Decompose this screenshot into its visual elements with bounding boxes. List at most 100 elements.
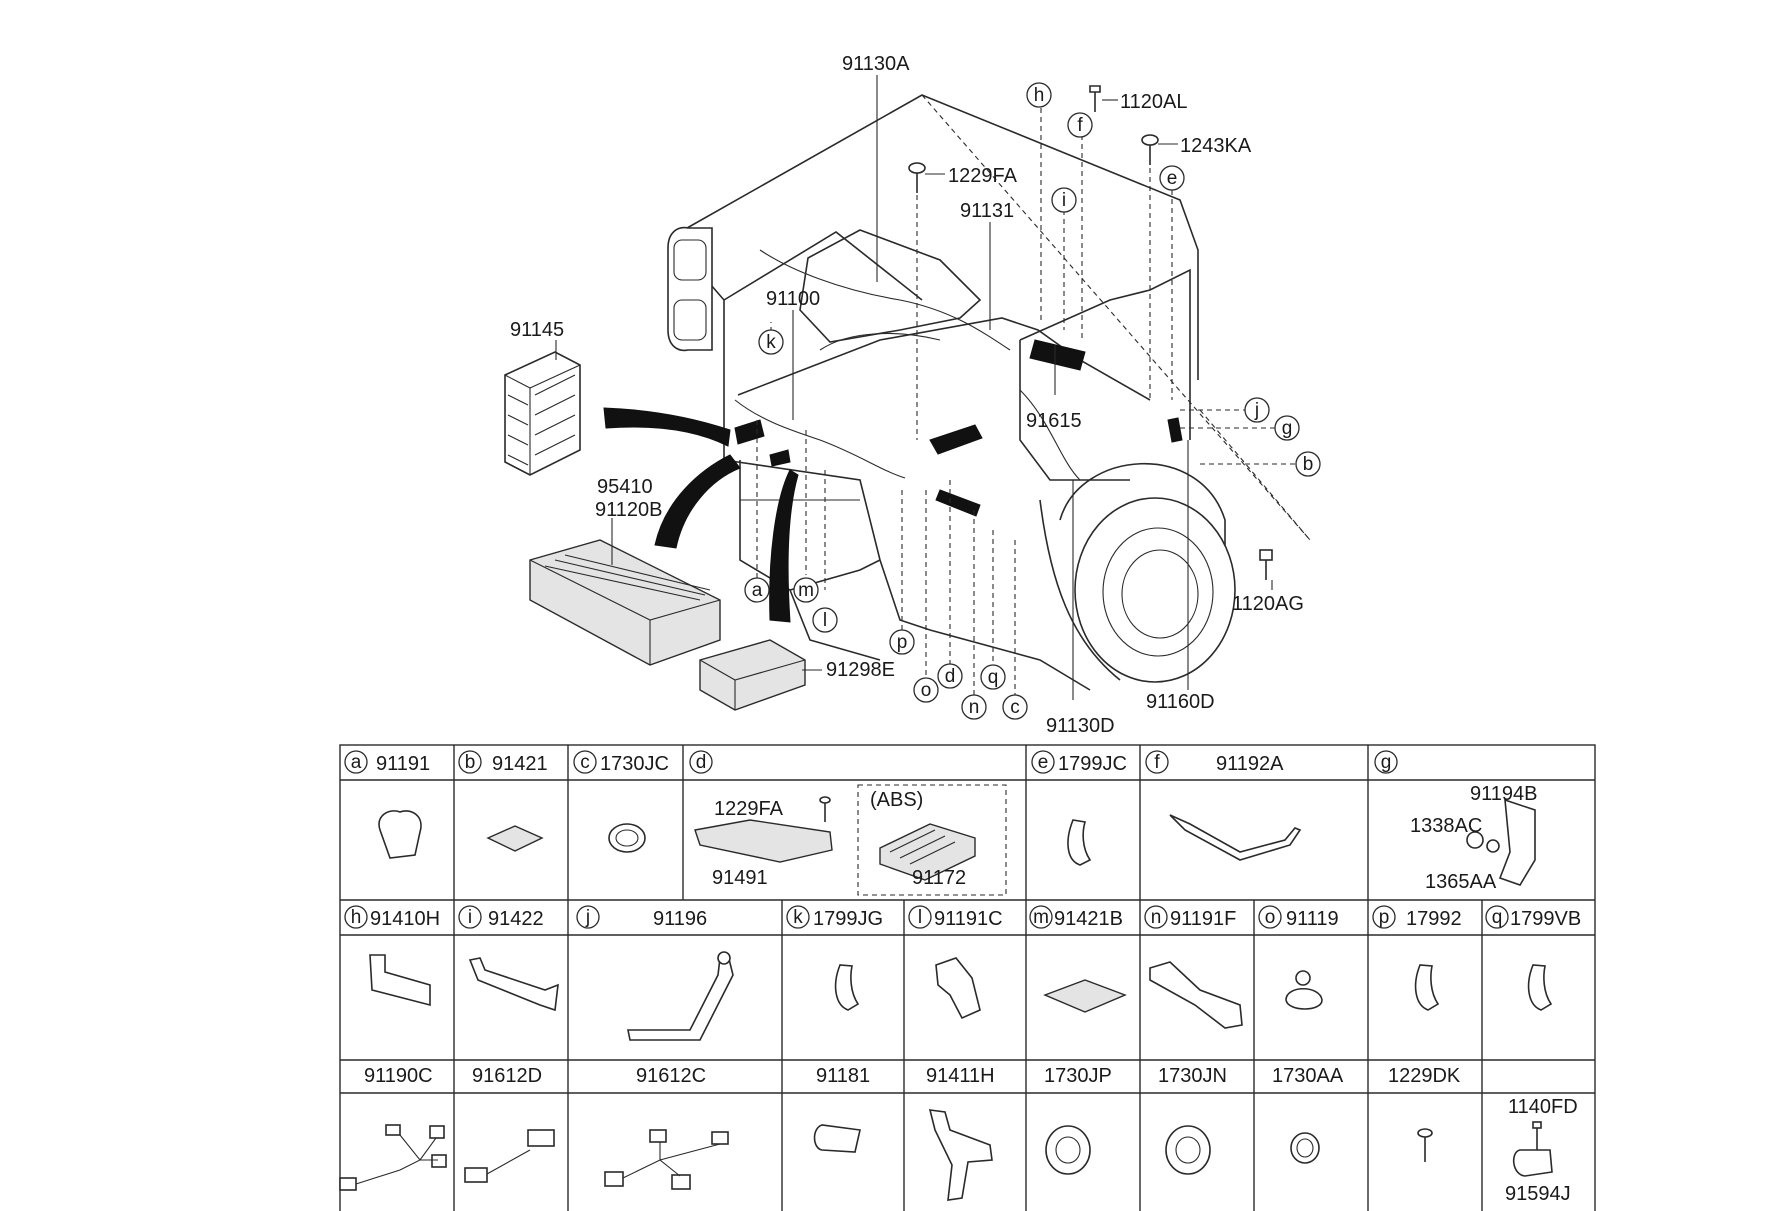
callout-p: p [897,632,908,653]
harness-91612D-drawing [464,1129,555,1183]
bracket-91411H-drawing [928,1109,993,1201]
row2-part-91119: 91119 [1286,908,1339,930]
row1-letter-b: b [465,752,476,773]
plug-1730AA-drawing [1290,1132,1320,1164]
d-bolt-1229FA: 1229FA [714,798,784,820]
row1-letter-f: f [1154,752,1160,773]
row2-part-91410H: 91410H [370,908,440,930]
d-abs-note: (ABS) [870,789,923,811]
row2-letter-j: j [585,907,590,928]
table-row2-headers: h 91410H i 91422 j 91196 k 1799JG l 9119… [344,905,1581,930]
label-91131: 91131 [960,200,1014,222]
d-bracket-91491: 91491 [712,867,768,889]
row3-part-1140FD: 1140FD [1508,1096,1578,1118]
tie-1799JC-drawing [1067,819,1092,866]
row1-part-1799JC: 1799JC [1058,753,1127,775]
bracket-91410H-drawing [369,954,431,1007]
row2-letter-m: m [1033,907,1049,928]
callout-o: o [921,680,932,701]
callout-f: f [1077,115,1083,136]
clip-91191F-drawing [1149,961,1243,1029]
callout-k: k [766,332,776,353]
row3-part-91612C: 91612C [636,1065,706,1087]
row2-part-91191F: 91191F [1170,908,1236,930]
label-91298E: 91298E [826,659,895,681]
bolt-1229FA [908,162,926,193]
clip-91119-stem [1295,970,1311,986]
relay-box-91298E [699,639,806,711]
row2-part-1799VB: 1799VB [1510,908,1581,930]
row1-part-91421: 91421 [492,753,548,775]
g-bracket-91194B: 91194B [1470,783,1537,805]
label-91130A: 91130A [842,53,910,75]
abs-box [857,784,1007,896]
row2-letter-h: h [351,907,362,928]
g-washer-1365AA: 1365AA [1425,871,1497,893]
grommet-1730JN-drawing [1165,1125,1211,1175]
pad-91421-drawing [486,825,544,852]
table-row3-parts: 1140FD 91594J [339,1096,1578,1205]
clip-91594J-drawing [1512,1149,1553,1177]
row1-letter-a: a [351,752,362,773]
tie-1799JG-drawing [834,964,860,1011]
label-91100: 91100 [766,288,820,310]
row2-letter-i: i [468,907,472,928]
row2-letter-p: p [1379,907,1390,928]
row1-part-1730JC: 1730JC [600,753,669,775]
callout-g: g [1282,418,1293,439]
row1-part-91192A: 91192A [1216,753,1284,775]
label-91145: 91145 [510,319,564,341]
callout-m: m [798,580,814,601]
row3-part-91411H: 91411H [926,1065,995,1087]
row2-part-1799JG: 1799JG [813,908,883,930]
fuse-box-91145 [504,351,581,476]
row3-part-1229DK: 1229DK [1388,1065,1461,1087]
row2-part-91191C: 91191C [934,908,1003,930]
row2-letter-o: o [1265,907,1276,928]
row3-part-91612D: 91612D [472,1065,542,1087]
harness-ribbons [603,339,1183,623]
row2-letter-q: q [1492,907,1503,928]
row2-part-91196: 91196 [653,908,707,930]
row2-letter-l: l [918,907,922,928]
callout-a: a [752,580,763,601]
label-95410: 95410 [597,476,653,498]
junction-box-95410 [529,539,721,666]
clip-91191-drawing [378,810,422,859]
row3-part-1730JP: 1730JP [1044,1065,1112,1087]
bracket-91194B-drawing [1498,798,1536,886]
label-1229FA: 1229FA [948,165,1018,187]
row3-extra-91594J: 91594J [1505,1183,1571,1205]
grommet-1730JC-drawing [608,823,646,853]
label-91130D: 91130D [1046,715,1115,737]
d-abs-part-91172: 91172 [912,867,966,889]
bolt-1140FD-drawing [1532,1121,1542,1150]
bolt-1120AL [1089,85,1101,112]
table-row2-parts [369,951,1553,1041]
grommet-1730JP-drawing [1045,1125,1091,1175]
callout-d: d [945,666,956,687]
bracket-91196-drawing [627,953,734,1041]
clip-91181-drawing [813,1124,861,1153]
screw-1229DK-drawing [1417,1128,1433,1162]
tie-1799VB-drawing [1527,964,1553,1011]
table-row1-headers: a 91191 b 91421 c 1730JC d e 1799JC f 91… [344,750,1398,775]
row1-letter-d: d [696,752,707,773]
callout-q: q [988,667,999,688]
callout-c: c [1010,697,1020,718]
row2-part-91421B: 91421B [1054,908,1123,930]
clip-91119-drawing [1285,988,1323,1010]
row2-part-91422: 91422 [488,908,544,930]
callout-j: j [1254,400,1259,421]
callout-h: h [1034,85,1045,106]
callout-e: e [1167,168,1178,189]
row3-part-91190C: 91190C [364,1065,433,1087]
bolt-1243KA [1141,134,1159,165]
callout-b: b [1303,454,1314,475]
label-91160D: 91160D [1146,691,1215,713]
label-91120B: 91120B [595,499,662,521]
table-row3-headers: 91190C 91612D 91612C 91181 91411H 1730JP… [364,1065,1461,1087]
row1-letter-g: g [1381,752,1392,773]
callout-n: n [969,697,980,718]
